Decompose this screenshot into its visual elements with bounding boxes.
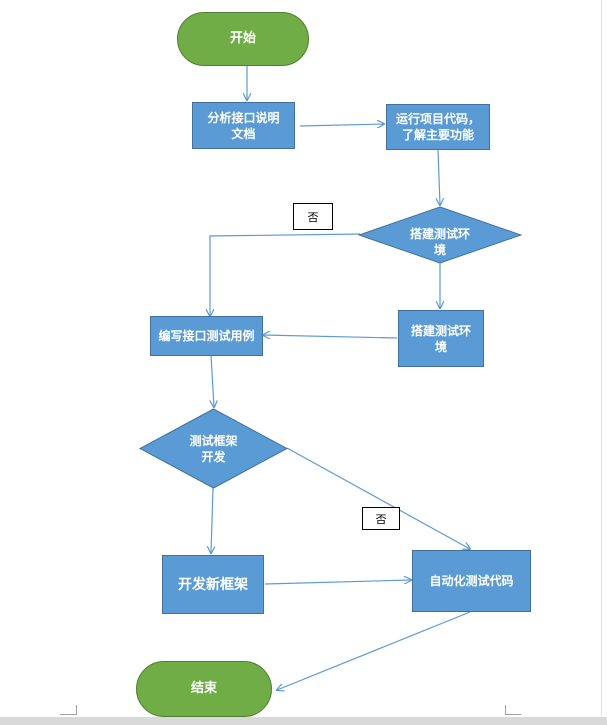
arrow-run-to-decision — [438, 149, 440, 205]
margin-mark-left-vertical — [76, 705, 78, 715]
bottom-bar — [0, 717, 607, 725]
analyze-docs-box: 分析接口说明 文档 — [192, 102, 295, 149]
margin-mark-right — [505, 714, 521, 718]
build-env-box: 搭建测试环 境 — [398, 310, 484, 367]
run-code-box: 运行项目代码， 了解主要功能 — [386, 104, 490, 150]
no-label-1-text: 否 — [307, 210, 319, 224]
no-label-2: 否 — [362, 507, 400, 530]
new-framework-label: 开发新框架 — [178, 576, 248, 593]
end-terminal: 结束 — [136, 661, 272, 717]
arrow-framework-no-to-auto — [286, 447, 470, 549]
no-label-1: 否 — [293, 203, 333, 230]
start-label: 开始 — [229, 31, 256, 46]
arrow-build-to-write — [263, 335, 398, 338]
build-env-decision: 搭建测试环 境 — [358, 206, 522, 264]
framework-decision-shape — [139, 408, 288, 489]
margin-mark-right-vertical — [505, 705, 507, 715]
auto-test-code-label: 自动化测试代码 — [429, 574, 514, 588]
no-label-2-text: 否 — [375, 512, 387, 526]
write-cases-box: 编写接口测试用例 — [150, 316, 263, 356]
build-env-decision-label: 搭建测试环 境 — [409, 227, 470, 257]
auto-test-code-box: 自动化测试代码 — [412, 550, 531, 612]
arrow-auto-to-end — [277, 611, 471, 690]
start-terminal: 开始 — [177, 12, 309, 66]
arrow-new-to-auto — [264, 580, 411, 585]
end-label: 结束 — [190, 681, 217, 696]
new-framework-box: 开发新框架 — [162, 555, 264, 614]
build-env-label: 搭建测试环 境 — [410, 323, 471, 354]
arrow-framework-to-new — [211, 487, 213, 553]
build-env-decision-shape — [358, 206, 522, 264]
analyze-docs-label: 分析接口说明 文档 — [207, 110, 280, 141]
framework-decision: 测试框架 开发 — [139, 408, 288, 489]
margin-mark-left — [60, 714, 76, 718]
page-edge-rule — [601, 0, 602, 717]
framework-decision-label: 测试框架 开发 — [189, 433, 238, 464]
write-cases-label: 编写接口测试用例 — [158, 329, 255, 343]
arrow-decision-no-to-write — [210, 233, 361, 316]
arrow-analyze-to-run — [299, 124, 384, 126]
arrow-write-to-framework — [211, 354, 214, 407]
run-code-label: 运行项目代码， 了解主要功能 — [395, 112, 480, 142]
